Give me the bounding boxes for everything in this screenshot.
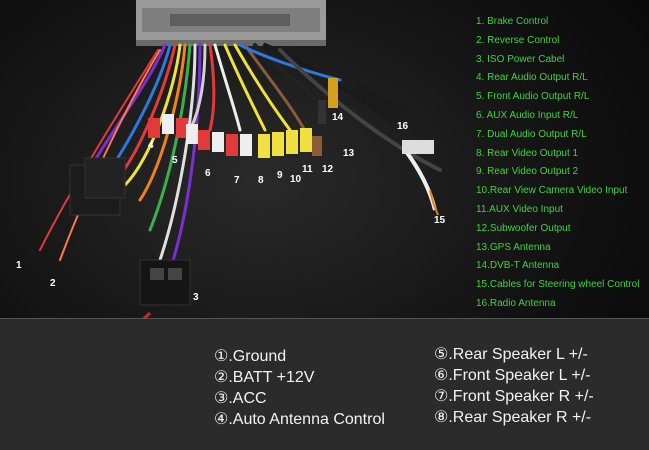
legend-item: 12.Subwoofer Output [476,222,571,234]
callout-15: 15 [434,215,446,226]
legend-item: 3. ISO Power Cabel [476,53,565,65]
callout-9: 9 [277,170,283,181]
legend-item: 9. Rear Video Output 2 [476,166,579,178]
pin-label: ①.Ground [214,348,287,365]
callout-12: 12 [322,164,334,175]
callout-2: 2 [50,278,56,289]
callout-3: 3 [193,292,199,303]
pin-label: ⑥.Front Speaker L +/- [434,367,591,384]
legend-item: 14.DVB-T Antenna [476,260,560,272]
steering-wheel-cable [402,140,439,216]
legend-item: 11.AUX Video Input [476,203,563,215]
callout-13: 13 [343,148,355,159]
legend-item: 10.Rear View Camera Video Input [476,185,628,197]
pin-list-right: ⑤.Rear Speaker L +/- ⑥.Front Speaker L +… [434,344,594,428]
callout-16: 16 [397,121,409,132]
callout-8: 8 [258,175,264,186]
legend-item: 5. Front Audio Output R/L [476,91,590,103]
rca-plugs [148,78,404,158]
legend-item: 1. Brake Control [476,16,549,27]
callout-6: 6 [205,168,211,179]
pin-label: ⑤.Rear Speaker L +/- [434,346,588,363]
legend-item: 6. AUX Audio Input R/L [476,109,579,121]
pin-label: ⑦.Front Speaker R +/- [434,388,594,405]
callout-10: 10 [290,174,302,185]
legend-item: 4. Rear Audio Output R/L [476,72,588,84]
pin-label: ②.BATT +12V [214,369,315,386]
pin-label: ⑧.Rear Speaker R +/- [434,409,592,426]
head-unit-chassis [136,0,326,46]
legend-item: 16.Radio Antenna [476,297,556,309]
iso-connector-housings [69,157,191,306]
pin-label: ④.Auto Antenna Control [214,411,385,428]
callout-5: 5 [172,155,178,166]
callout-14: 14 [332,112,344,123]
pin-list-left: ①.Ground ②.BATT +12V ③.ACC ④.Auto Antenn… [214,346,385,430]
legend-item: 7. Dual Audio Output R/L [476,128,587,140]
legend-item: 8. Rear Video Output 1 [476,147,579,159]
legend-item: 15.Cables for Steering wheel Control [476,279,640,291]
pin-label: ③.ACC [214,390,267,407]
pinout-panel [0,318,649,450]
function-legend: 1. Brake Control 2. Reverse Control 3. I… [476,13,639,314]
callout-4: 4 [148,140,154,151]
legend-item: 2. Reverse Control [476,34,560,46]
legend-item: 13.GPS Antenna [476,241,551,253]
callout-11: 11 [302,164,313,175]
callout-7: 7 [234,175,240,186]
callout-1: 1 [16,260,22,271]
